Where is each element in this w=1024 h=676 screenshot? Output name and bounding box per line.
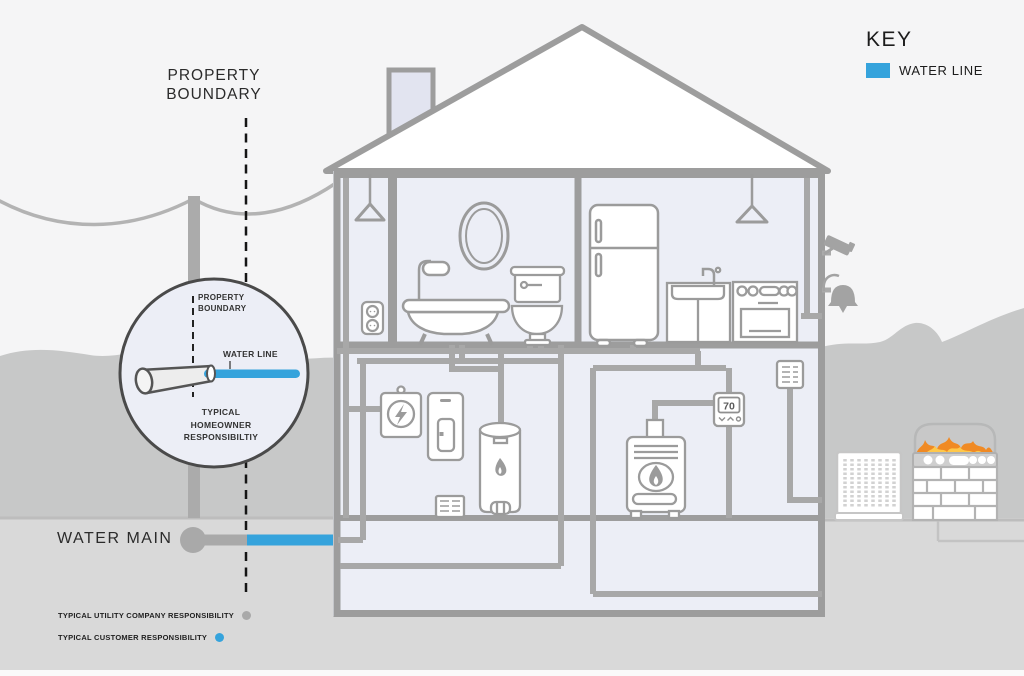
key-title: KEY <box>866 28 913 51</box>
ac-unit <box>834 450 904 521</box>
utility-pipes <box>337 178 822 597</box>
water-main-label: WATER MAIN <box>57 530 173 547</box>
toilet <box>509 265 566 347</box>
inset-pipe-mouth <box>206 364 216 383</box>
water-line-swatch <box>866 63 890 78</box>
customer-responsibility-row: TYPICAL CUSTOMER RESPONSIBILITY <box>58 633 225 642</box>
water-main-pipe <box>180 527 247 553</box>
thermostat-buttons-icon <box>718 416 742 422</box>
bathtub <box>401 298 511 346</box>
grill-bricks <box>911 465 999 522</box>
furnace <box>625 418 687 520</box>
key-legend: KEY WATER LINE <box>866 28 983 78</box>
grill <box>911 422 999 522</box>
floor-vent <box>434 494 466 519</box>
thermostat-temperature: 70 <box>723 401 735 413</box>
wall-vent <box>775 359 805 390</box>
thermostat: 70 <box>712 391 746 428</box>
property-boundary-label-line2: BOUNDARY <box>166 86 262 103</box>
property-boundary-label-line1: PROPERTY <box>167 67 261 84</box>
refrigerator <box>588 203 660 348</box>
inset-homeowner-label: TYPICAL HOMEOWNER RESPONSIBILTIY <box>146 406 296 444</box>
key-water-line-row: WATER LINE <box>866 63 983 78</box>
inset-ho-line3: RESPONSIBILTIY <box>183 432 259 442</box>
stove <box>731 280 799 344</box>
power-lines <box>0 181 337 227</box>
utility-responsibility-label: TYPICAL UTILITY COMPANY RESPONSIBILITY <box>58 611 235 620</box>
key-water-line-label: WATER LINE <box>899 63 984 78</box>
security-camera-icon <box>823 235 856 256</box>
electrical-panel <box>426 391 465 462</box>
utility-dot-icon <box>242 611 252 620</box>
inset-ho-line2: HOMEOWNER <box>190 419 252 430</box>
alarm-bell-icon <box>822 273 858 313</box>
inset-pipe-endcap <box>134 367 154 395</box>
inset-property-boundary-label: PROPERTY BOUNDARY <box>198 293 246 314</box>
kitchen-sink <box>665 266 732 344</box>
utility-responsibility-row: TYPICAL UTILITY COMPANY RESPONSIBILITY <box>58 611 252 620</box>
inset-ho-line1: TYPICAL <box>201 407 241 417</box>
electric-meter <box>379 385 423 439</box>
water-heater <box>478 421 522 516</box>
shower <box>417 259 451 300</box>
inset-water-line-label: WATER LINE <box>223 349 278 359</box>
inset-water-line <box>204 369 300 378</box>
pendant-light-entry <box>354 174 386 222</box>
electrical-outlet <box>360 300 385 336</box>
customer-dot-icon <box>215 633 225 642</box>
inset-pb-line2: BOUNDARY <box>198 303 247 313</box>
customer-responsibility-label: TYPICAL CUSTOMER RESPONSIBILITY <box>58 633 208 642</box>
inset-pb-line1: PROPERTY <box>198 293 245 302</box>
inset-circle <box>118 277 310 469</box>
mirror <box>458 201 510 271</box>
pendant-light-kitchen <box>735 174 769 224</box>
property-boundary-label: PROPERTY BOUNDARY <box>148 66 280 104</box>
